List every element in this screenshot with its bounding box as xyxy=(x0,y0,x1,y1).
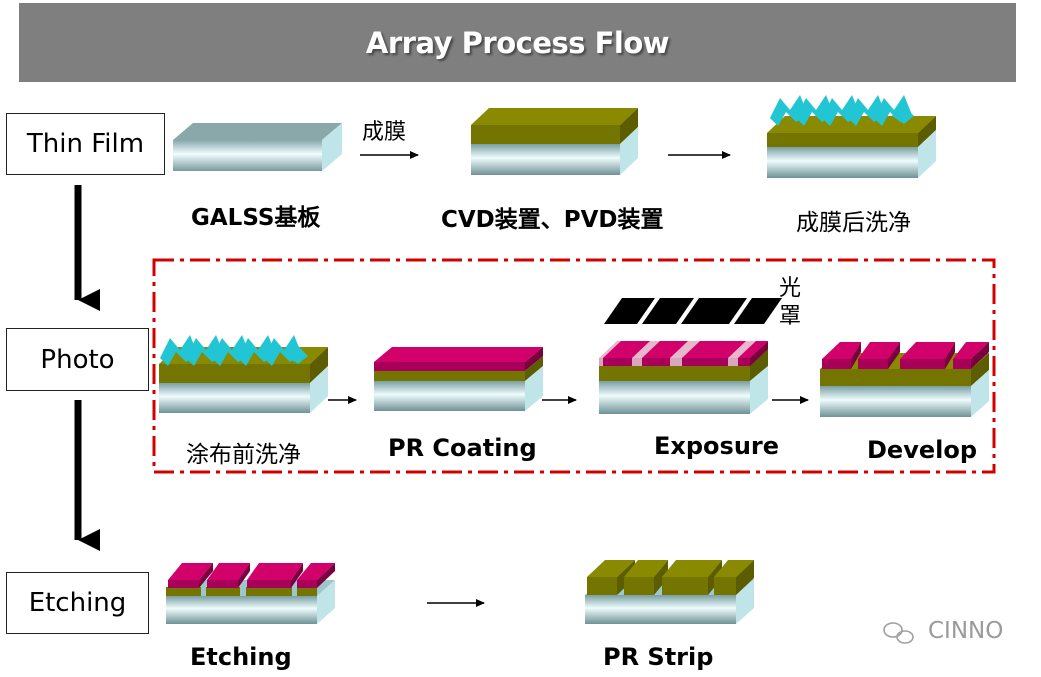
stage-thin-film-label: Thin Film xyxy=(26,129,145,159)
pr-coating-illustration xyxy=(374,347,543,411)
stage-photo-label: Photo xyxy=(40,344,115,375)
etching-illustration xyxy=(166,563,335,624)
title-banner: Array Process Flow xyxy=(19,3,1016,82)
mask-label-line1: 光 xyxy=(779,276,802,301)
step-develop-label: Develop xyxy=(867,436,978,464)
post-clean-illustration xyxy=(767,95,936,178)
stage-photo: Photo xyxy=(6,328,149,391)
wechat-icon xyxy=(883,622,914,644)
step-pr-strip-label: PR Strip xyxy=(603,643,714,671)
deposition-label: 成膜 xyxy=(362,120,407,145)
pr-strip-illustration xyxy=(585,560,754,624)
step-etching-label: Etching xyxy=(190,643,292,671)
glass-substrate-illustration xyxy=(173,123,342,171)
stage-etching-label: Etching xyxy=(28,588,127,618)
step-post-clean-label: 成膜后洗净 xyxy=(796,210,911,236)
deposited-film-illustration xyxy=(471,108,638,175)
step-pr-coating-label: PR Coating xyxy=(388,434,537,462)
page-title: Array Process Flow xyxy=(365,25,670,60)
pre-coating-clean-illustration xyxy=(159,335,328,413)
step-glass-label: GALSS基板 xyxy=(191,205,321,231)
step-cvd-pvd-label: CVD装置、PVD装置 xyxy=(441,207,664,233)
step-pre-clean-label: 涂布前洗净 xyxy=(186,442,301,468)
photomask-illustration xyxy=(604,298,782,324)
photo-stage-frame xyxy=(152,258,996,474)
watermark-text: CINNO xyxy=(928,618,1004,644)
step-exposure-label: Exposure xyxy=(654,432,780,460)
exposure-illustration xyxy=(599,341,768,414)
stage-thin-film: Thin Film xyxy=(6,113,165,175)
develop-illustration xyxy=(820,342,989,417)
stage-etching: Etching xyxy=(6,572,149,634)
mask-label-line2: 罩 xyxy=(779,304,802,329)
watermark: CINNO xyxy=(928,618,1003,644)
